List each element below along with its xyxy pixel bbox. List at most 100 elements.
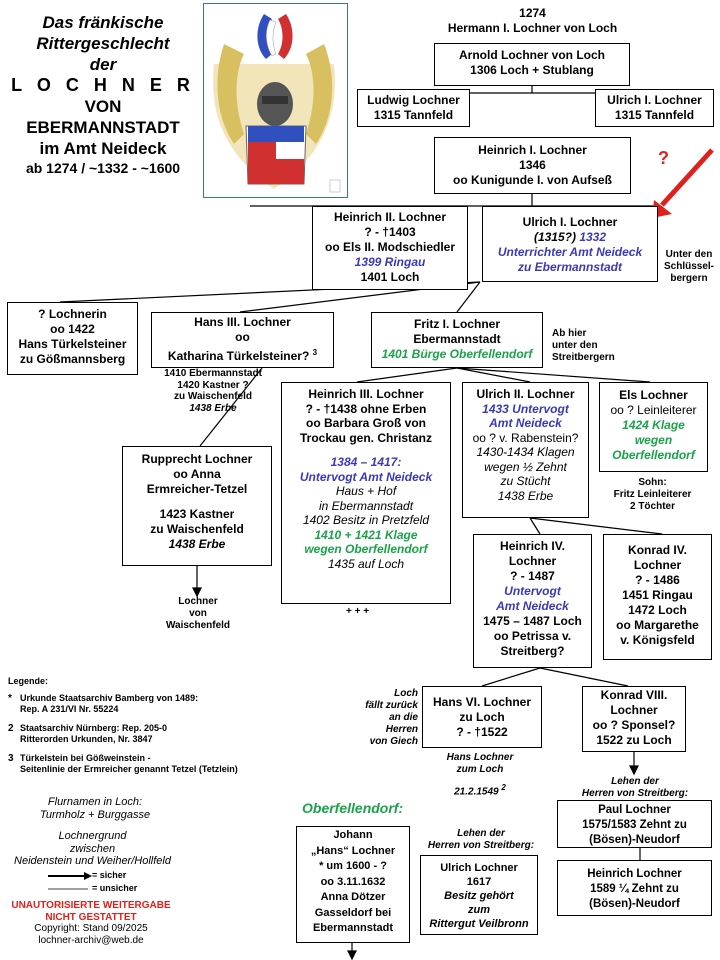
note-lehen-streitberg-right: Lehen der Herren von Streitberg:	[560, 776, 710, 800]
lehen-mid-line: Lehen der	[457, 828, 505, 839]
note-streitbergern: Ab hier unter den Streitbergern	[552, 328, 622, 364]
johann-line: * um 1600 - ?	[319, 860, 387, 872]
person-heinrich-3: Heinrich III. Lochner ? - †1438 ohne Erb…	[281, 382, 451, 604]
ulrich2-erbe: 1438 Erbe	[497, 488, 554, 503]
ulrich2-office2: Amt Neideck	[489, 416, 562, 430]
title-line-6: EBERMANNSTADT	[26, 118, 180, 137]
heinrich3-dates: ? - †1438 ohne Erben	[305, 401, 427, 416]
hans3-spouse: Katharina Türkelsteiner?	[167, 349, 310, 363]
lochnergrund-line: Neidenstein und Weiher/Hollfeld	[14, 855, 171, 867]
fritz1-buerge: 1401 Bürge Oberfellendorf	[381, 347, 533, 361]
heinrich4-name2: Lochner	[508, 554, 557, 568]
fritz1-place: Ebermannstadt	[413, 332, 501, 346]
arnold-name: Arnold Lochner von Loch	[459, 48, 605, 62]
ulrich2-klagen1: 1430-1434 Klagen	[476, 445, 575, 459]
note-giech: Loch fällt zurück an die Herren von Giec…	[350, 688, 418, 748]
lochnergrund-line: zwischen	[69, 842, 116, 855]
lochnerin-name: ? Lochnerin	[38, 307, 107, 321]
person-heinrich-1: Heinrich I. Lochner 1346 oo Kunigunde I.…	[434, 137, 631, 194]
lochnerin-year: oo 1422	[50, 322, 95, 336]
heinrich4-spouse2: Streitberg?	[500, 644, 565, 658]
paul-years: 1575/1583 Zehnt zu	[582, 819, 687, 831]
note-streitberg-line: Streitbergern	[552, 352, 615, 363]
footer-warning-2: NICHT GESTATTET	[45, 911, 137, 923]
page-title: Das fränkische Rittergeschlecht der L O …	[8, 12, 198, 178]
legend-entry-line: Rep. A 231/VI Nr. 55224	[20, 704, 119, 714]
flurnamen-line: Flurnamen in Loch:	[47, 796, 143, 808]
johann-line: Johann	[333, 829, 373, 841]
konrad4-name2: Lochner	[633, 558, 682, 572]
spacer	[126, 497, 268, 507]
lehen-right-line: Herren von Streitberg:	[581, 788, 689, 799]
hermann-year: 1274	[519, 6, 546, 20]
ludwig-info: 1315 Tannfeld	[373, 108, 454, 122]
giech-note-line: Loch	[394, 688, 418, 699]
heinrich3-loch: 1435 auf Loch	[327, 556, 405, 571]
els-klage2: wegen	[634, 433, 673, 447]
heinrich2-ringau: 1399 Ringau	[354, 255, 426, 269]
person-heinrich-4: Heinrich IV. Lochner ? - 1487 Untervogt …	[473, 534, 592, 668]
lehen-right-line: Lehen der	[611, 776, 659, 787]
fritz1-name: Fritz I. Lochner	[413, 317, 500, 331]
title-line-1: Das fränkische	[42, 13, 164, 32]
ludwig-name: Ludwig Lochner	[367, 93, 460, 107]
ulrich2-klagen2: wegen ½ Zehnt	[484, 459, 567, 474]
hans6-note-line: Hans Lochner	[446, 752, 514, 763]
heinrich3-office-years: 1384 – 1417:	[330, 455, 402, 469]
ulrich2-name: Ulrich II. Lochner	[476, 387, 575, 401]
lochnergrund-line: Lochnergrund	[58, 830, 127, 842]
heinrich3-name: Heinrich III. Lochner	[308, 387, 424, 401]
ulrich1a-info: 1315 Tannfeld	[614, 108, 695, 122]
footer-warning-1: UNAUTORISIERTE WEITERGABE	[11, 900, 171, 911]
note-schluessel-line: Schlüssel-	[663, 261, 715, 272]
legend-entry-marker: 2	[8, 723, 14, 734]
els-note-line: Sohn:	[638, 477, 667, 488]
footer-copyright: Copyright: Stand 09/2025	[34, 923, 148, 934]
ulrich1b-office2: zu Ebermannstadt	[517, 260, 622, 274]
giech-note-line: Herren	[385, 724, 418, 735]
heinrich1-year: 1346	[519, 158, 546, 172]
person-ulrich-2: Ulrich II. Lochner 1433 Untervogt Amt Ne…	[462, 382, 589, 518]
heinrich1589-place: (Bösen)-Neudorf	[589, 898, 680, 910]
heinrich1-spouse: oo Kunigunde I. von Aufseß	[453, 173, 612, 187]
johann-line: oo 3.11.1632	[320, 875, 386, 888]
els-note-line: 2 Töchter	[629, 501, 675, 512]
ulrich1617-l2: zum	[468, 904, 490, 916]
konrad8-name2: Lochner	[610, 703, 658, 717]
ulrich1617-name: Ulrich Lochner	[440, 862, 518, 874]
els-note-line: Fritz Leinleiterer	[613, 489, 692, 500]
person-konrad-4: Konrad IV. Lochner ? - 1486 1451 Ringau …	[603, 534, 712, 660]
hans6-note-date: 21.2.1549	[454, 786, 499, 798]
person-lochnerin: ? Lochnerin oo 1422 Hans Türkelsteiner z…	[7, 302, 138, 375]
heinrich3-spouse1: oo Barbara Groß von	[305, 416, 427, 430]
person-arnold: Arnold Lochner von Loch 1306 Loch + Stub…	[434, 43, 630, 86]
rupprecht-note-line: Lochner	[178, 596, 218, 607]
heinrich2-dates: ? - †1403	[364, 225, 416, 239]
legend-entry: 3 Türkelstein bei Gößweinstein -Seitenli…	[8, 753, 283, 775]
flurnamen-line: Turmholz + Burggasse	[39, 809, 151, 821]
heinrich3-klage2: wegen Oberfellendorf	[304, 542, 428, 556]
title-line-2: Rittergeschlecht	[36, 34, 170, 53]
konrad4-dates: ? - 1486	[635, 573, 680, 587]
ulrich2-klagen3: zu Stücht	[500, 474, 551, 488]
hans3-note-line: 1438 Erbe	[189, 402, 237, 414]
note-hans6: Hans Lochner zum Loch 21.2.1549 2	[425, 752, 535, 798]
person-heinrich-1589: Heinrich Lochner 1589 ¼ Zehnt zu (Bösen)…	[557, 860, 712, 916]
legend-heading: Legende:	[8, 676, 49, 686]
heinrich2-name: Heinrich II. Lochner	[333, 210, 447, 224]
heinrich3-office: Untervogt Amt Neideck	[299, 469, 433, 484]
note-els: Sohn: Fritz Leinleiterer 2 Töchter	[590, 477, 715, 513]
ulrich1617-l3: Rittergut Veilbronn	[429, 918, 529, 930]
giech-note-line: an die	[389, 712, 418, 723]
arnold-info: 1306 Loch + Stublang	[470, 63, 594, 77]
note-streitberg-line: unter den	[552, 340, 598, 351]
rupprecht-name: Rupprecht Lochner	[141, 452, 253, 466]
rupprecht-erbe: 1438 Erbe	[168, 537, 226, 551]
note-flurnamen: Flurnamen in Loch: Turmholz + Burggasse	[20, 796, 170, 822]
heinrich1589-name: Heinrich Lochner	[587, 868, 682, 880]
heinrich3-klage1: 1410 + 1421 Klage	[314, 527, 418, 542]
hermann-name: Hermann I. Lochner von Loch	[447, 21, 618, 35]
konrad4-spouse2: v. Königsfeld	[620, 633, 695, 647]
heinrich2-loch: 1401 Loch	[360, 270, 420, 284]
heinrich4-loch: 1475 – 1487 Loch	[483, 614, 582, 628]
